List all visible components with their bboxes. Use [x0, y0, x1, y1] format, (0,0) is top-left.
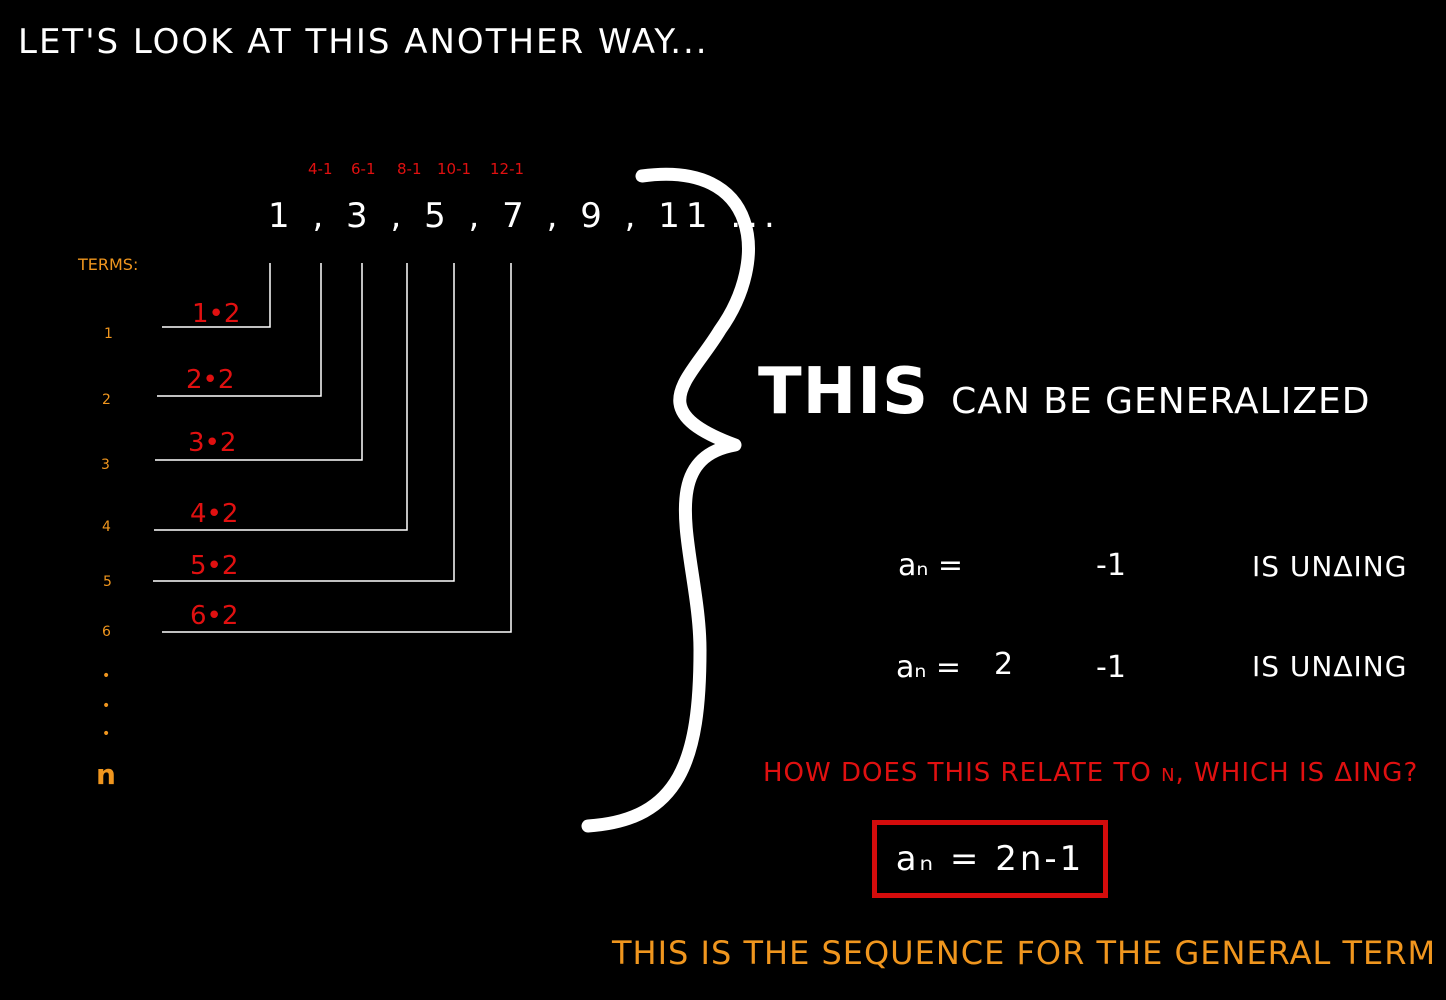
ellipsis-dot: • [102, 698, 111, 714]
equation-rhs: -1 [1096, 548, 1126, 583]
answer-formula: aₙ = 2n-1 [895, 839, 1085, 879]
difference-label: 8-1 [397, 160, 422, 178]
connector-line-1 [162, 263, 271, 328]
difference-label: 10-1 [437, 160, 472, 178]
term-index: 6 [102, 624, 111, 640]
difference-label: 12-1 [490, 160, 525, 178]
multiplication-label: 1•2 [192, 299, 241, 329]
terms-label: TERMS: [78, 255, 139, 274]
curly-brace [581, 167, 755, 833]
connector-line-6 [162, 263, 512, 633]
term-index: 1 [104, 326, 113, 342]
answer-box: aₙ = 2n-1 [872, 820, 1108, 898]
connector-line-3 [155, 263, 363, 461]
multiplication-label: 5•2 [190, 551, 239, 581]
term-index: 2 [102, 392, 111, 408]
ellipsis-dot: • [102, 668, 111, 684]
multiplication-label: 2•2 [186, 365, 235, 395]
headline-big: THIS [758, 355, 930, 429]
connector-line-2 [157, 263, 322, 397]
headline: THIS CAN BE GENERALIZED [758, 355, 1370, 429]
page-title: LET'S LOOK AT THIS ANOTHER WAY... [18, 22, 709, 62]
equation-rhs: -1 [1096, 650, 1126, 685]
term-index: 4 [102, 519, 111, 535]
equation-lhs: aₙ = [898, 548, 964, 583]
equation-lhs: aₙ = [896, 650, 962, 685]
question: HOW DOES THIS RELATE TO n, WHICH IS ΔING… [763, 758, 1419, 788]
connector-line-4 [154, 263, 408, 531]
equation-note: IS UNΔING [1252, 650, 1408, 683]
difference-label: 6-1 [351, 160, 376, 178]
term-index-n: n [96, 758, 116, 791]
multiplication-label: 3•2 [188, 428, 237, 458]
ellipsis-dot: • [102, 726, 111, 742]
term-index: 3 [101, 457, 110, 473]
difference-label: 4-1 [308, 160, 333, 178]
sequence: 1 , 3 , 5 , 7 , 9 , 11 ... [268, 196, 781, 236]
multiplication-label: 4•2 [190, 499, 239, 529]
equation-mid: 2 [994, 647, 1014, 682]
connector-line-5 [153, 263, 455, 582]
equation-note: IS UNΔING [1252, 550, 1408, 583]
footer-caption: THIS IS THE SEQUENCE FOR THE GENERAL TER… [612, 934, 1437, 972]
multiplication-label: 6•2 [190, 601, 239, 631]
headline-small: CAN BE GENERALIZED [951, 381, 1371, 422]
term-index: 5 [103, 574, 112, 590]
